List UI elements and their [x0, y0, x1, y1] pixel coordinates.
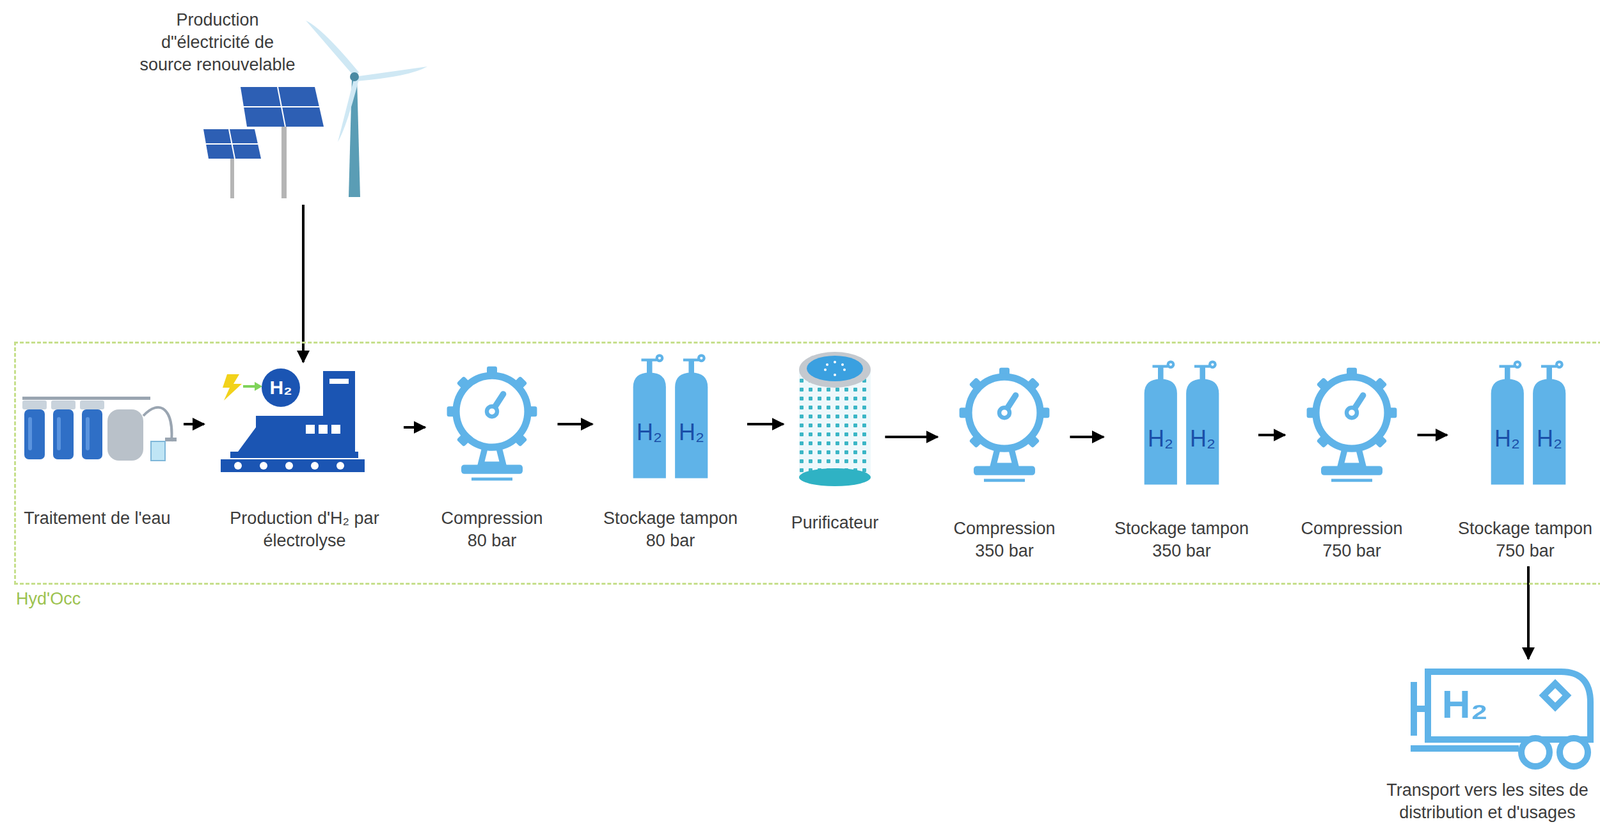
process-step: Traitement de l'eau	[13, 383, 182, 530]
flow-arrow	[1258, 433, 1286, 437]
hydrogen-cylinders	[1491, 362, 1567, 485]
storage-step: Stockage tampon 350 bar	[1107, 354, 1256, 563]
flow-arrow	[557, 422, 594, 426]
compressor-step: Compression 350 bar	[941, 354, 1068, 563]
hydrogen-mark: H₂	[678, 419, 705, 446]
hydrogen-cylinders	[633, 355, 709, 479]
step-label: Production d'H₂ par électrolyse	[211, 507, 398, 553]
wind-turbine	[305, 20, 428, 198]
purifier-step: Purificateur	[787, 348, 883, 535]
flow-arrow	[183, 422, 205, 426]
hydrogen-mark: H₂	[1441, 681, 1489, 727]
flow-arrow	[747, 422, 784, 426]
compressor-icon	[447, 366, 538, 480]
water-treatment-icon	[22, 396, 177, 461]
compressor-step: Compression 80 bar	[429, 355, 556, 553]
hydrogen-cylinders	[1144, 362, 1220, 485]
step-label: Compression 750 bar	[1292, 517, 1412, 563]
hydrogen-mark: H₂	[636, 419, 663, 446]
compressor-step: Compression 750 bar	[1289, 354, 1416, 563]
step-label: Stockage tampon 350 bar	[1111, 517, 1252, 563]
flow-arrow	[1417, 433, 1448, 437]
electrolysis-icon	[220, 368, 365, 473]
flow-arrow	[403, 426, 426, 429]
hydrogen-mark: H₂	[1494, 425, 1521, 453]
hydrogen-mark: H₂	[1147, 425, 1174, 453]
step-label: Traitement de l'eau	[23, 507, 171, 530]
purifier-icon	[799, 351, 871, 487]
process-step: Production d'H₂ par électrolyse	[207, 365, 402, 553]
storage-step: Stockage tampon 750 bar	[1450, 354, 1600, 563]
energy-source: Production d"électricité de source renou…	[108, 8, 327, 201]
truck-icon	[1410, 671, 1591, 767]
storage-step: Stockage tampon 80 bar	[596, 348, 745, 553]
flow-arrow	[1070, 435, 1105, 439]
step-label: Stockage tampon 80 bar	[600, 507, 741, 553]
step-label: Purificateur	[791, 511, 880, 535]
site-boundary: Hyd'OccTraitement de l'eauProduction d'H…	[14, 341, 1600, 585]
flow-arrow	[885, 435, 938, 439]
compressor-icon	[959, 367, 1050, 481]
step-label: Production d"électricité de source renou…	[133, 8, 302, 77]
flow-arrow	[1527, 566, 1530, 659]
hydrogen-mark: H₂	[269, 376, 293, 399]
hydrogen-mark: H₂	[1189, 425, 1216, 453]
flow-arrow	[301, 204, 305, 363]
step-label: Compression 80 bar	[433, 507, 552, 553]
solar-panels	[203, 87, 324, 199]
boundary-label: Hyd'Occ	[15, 589, 81, 610]
step-label: Transport vers les sites de distribution…	[1381, 779, 1593, 824]
step-label: Stockage tampon 750 bar	[1454, 517, 1596, 563]
hydrogen-mark: H₂	[1536, 425, 1563, 453]
compressor-icon	[1306, 367, 1398, 481]
step-label: Compression 350 bar	[945, 517, 1064, 563]
